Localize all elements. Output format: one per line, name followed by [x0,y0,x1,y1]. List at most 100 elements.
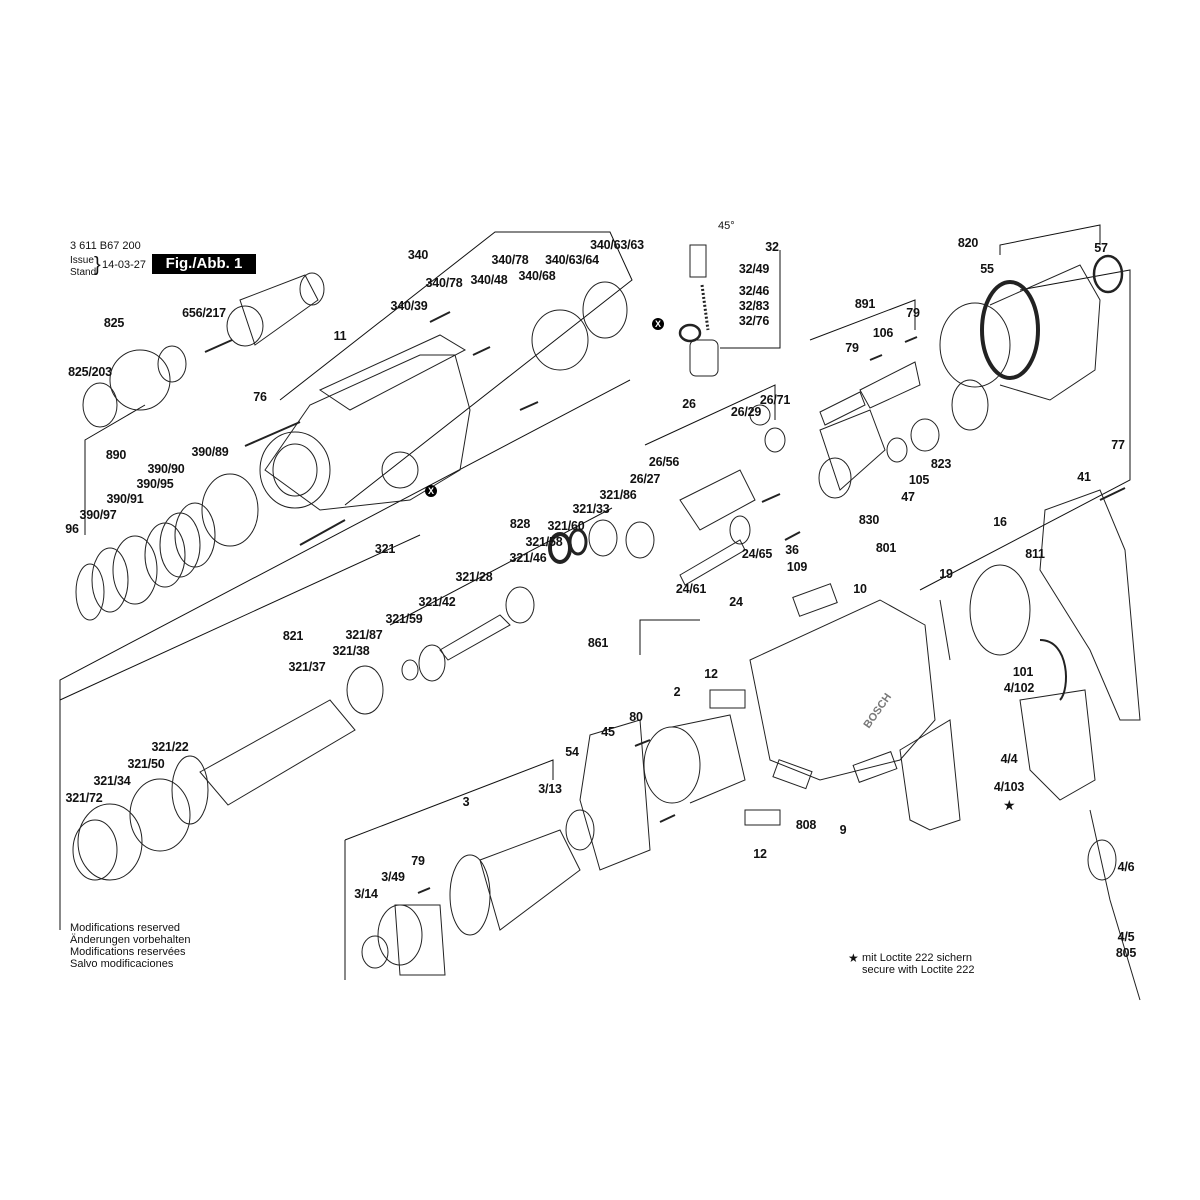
part-label: 41 [1077,470,1091,484]
part-label: 390/97 [79,508,117,522]
part-label: 321/72 [65,791,103,805]
part-label: 32 [765,240,779,254]
part-label: 105 [908,473,930,487]
x-marker-icon: X [425,485,437,497]
part-label: 390/89 [191,445,229,459]
part-label: 801 [875,541,897,555]
part-label: 3/14 [354,887,378,901]
part-label: 340/63/64 [545,253,599,267]
part-label: 321/87 [345,628,383,642]
part-label: 2 [673,685,681,699]
part-label: 26/29 [730,405,762,419]
part-label: 321/42 [418,595,456,609]
part-label: 45 [601,725,615,739]
part-label: 77 [1111,438,1125,452]
part-label: 321/34 [93,774,131,788]
part-label: 321/33 [572,502,610,516]
part-label: 825 [103,316,125,330]
part-label: 340/78 [491,253,529,267]
gear-housing [259,334,471,511]
part-label: 340/63/63 [590,238,644,252]
note-line: Salvo modificaciones [70,958,174,970]
note-line: Änderungen vorbehalten [70,934,191,946]
part-label: 76 [253,390,267,404]
part-label: 340/48 [470,273,508,287]
part-label: 340 [407,248,429,262]
part-label: 830 [858,513,880,527]
issue-date: 14-03-27 [102,259,147,271]
part-label: 57 [1094,241,1108,255]
part-label: 26/27 [629,472,661,486]
part-label: 79 [906,306,920,320]
star-icon: ★ [1003,797,1016,813]
part-label: 811 [1025,547,1045,561]
part-label: 390/91 [106,492,144,506]
part-label: 16 [993,515,1007,529]
stand-label: Stand [70,267,97,278]
angle-label: 45° [718,220,735,232]
part-label: 321/86 [599,488,637,502]
part-label: 19 [939,567,953,581]
group-brackets [59,224,1131,980]
part-label: 4/4 [1000,752,1018,766]
part-label: 390/95 [136,477,174,491]
drive-parts [625,361,989,586]
part-label: 26/71 [759,393,791,407]
part-label: 32/83 [738,299,770,313]
part-label: 4/5 [1117,930,1135,944]
star-icon: ★ [848,951,859,965]
seals-and-springs [75,254,1124,621]
part-label: 24/61 [675,582,707,596]
part-label: 390/90 [147,462,185,476]
part-label: 861 [587,636,609,650]
part-label: 340/39 [390,299,428,313]
part-label: 101 [1012,665,1034,679]
part-label: 825/203 [68,365,112,379]
handle-and-switch [939,489,1141,1001]
issue-label: Issue [70,255,94,266]
loctite-note-de: mit Loctite 222 sichern [862,952,973,964]
carbon-brush-32 [689,244,719,377]
part-label: 3 [462,795,470,809]
part-label: 820 [957,236,979,250]
part-label: 321/60 [547,519,585,533]
part-label: 26 [682,397,696,411]
note-line: Modifications reservées [70,946,186,958]
x-marker-icon: X [652,318,664,330]
part-label: 47 [901,490,915,504]
part-label: 808 [795,818,817,832]
part-label: 12 [753,847,767,861]
part-label: 321/59 [385,612,423,626]
motor-field-and-armature [361,689,781,976]
part-label: 821 [282,629,304,643]
part-label: 32/49 [738,262,770,276]
modification-notes: Modifications reserved Änderungen vorbeh… [70,922,190,970]
screws [204,311,1126,894]
part-label: 10 [853,582,867,596]
part-label: 3/13 [538,782,562,796]
figure-label: Fig./Abb. 1 [152,254,256,274]
keyless-chuck [226,272,325,347]
loctite-note-en: secure with Loctite 222 [862,964,975,976]
part-label: 79 [845,341,859,355]
part-label: 321/28 [455,570,493,584]
part-label: 109 [786,560,808,574]
hammer-tube-821 [72,586,535,881]
part-label: 96 [65,522,79,536]
part-label: 805 [1115,946,1137,960]
part-label: 79 [411,854,425,868]
part-label: 36 [785,543,799,557]
part-label: 890 [105,448,127,462]
part-label: 32/46 [738,284,770,298]
part-label: 891 [854,297,876,311]
part-label: 340/78 [425,276,463,290]
part-label: 823 [930,457,952,471]
part-label: 321/38 [332,644,370,658]
part-label: 321/58 [525,535,563,549]
part-label: 24 [729,595,743,609]
part-label: 321/37 [288,660,326,674]
part-label: 4/103 [993,780,1025,794]
part-label: 24/65 [741,547,773,561]
